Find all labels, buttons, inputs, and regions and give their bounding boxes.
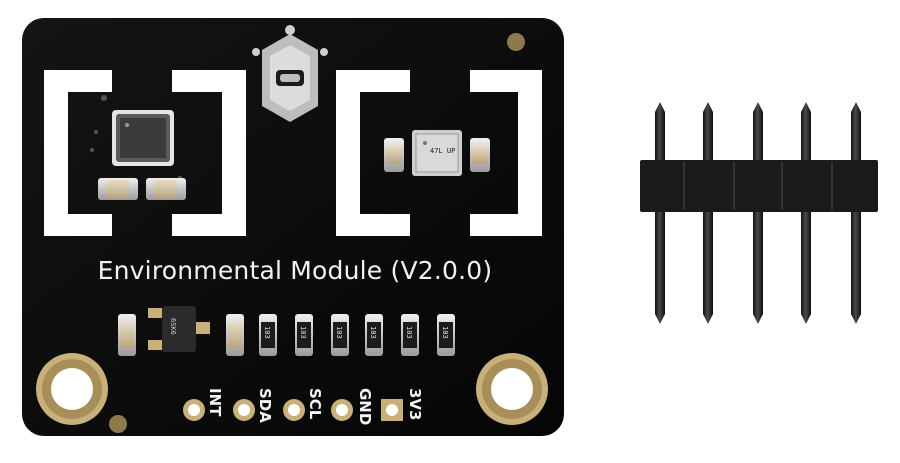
right-bracket-silkscreen (336, 70, 542, 236)
mounting-hole-right (476, 353, 548, 425)
capacitor-c1 (98, 178, 138, 200)
resistor-row: 103 103 103 103 103 103 (259, 314, 455, 356)
header-pin-1 (655, 102, 665, 324)
fiducial-top-right (507, 33, 525, 51)
capacitor-c4 (470, 138, 490, 172)
header-pin-5 (851, 102, 861, 324)
resistor-4: 103 (365, 314, 383, 356)
pin-label-int: INT (206, 388, 224, 417)
header-pin-2 (703, 102, 713, 324)
header-pin-3 (753, 102, 763, 324)
sensor-chip-left (112, 110, 174, 166)
pin-label-scl: SCL (306, 388, 324, 420)
resistor-2: 103 (295, 314, 313, 356)
pad-int (183, 399, 205, 421)
regulator-ic: 6SK6 (148, 306, 210, 352)
capacitor-c2 (146, 178, 186, 200)
pad-scl (283, 399, 305, 421)
left-bracket-silkscreen (44, 70, 246, 236)
fiducial-bottom-left (109, 415, 127, 433)
sensor-marking: 47L UP (430, 147, 455, 155)
capacitor-c5 (118, 314, 136, 356)
brand-logo (252, 25, 328, 122)
resistor-code: 103 (335, 326, 343, 339)
resistor-code: 103 (299, 326, 307, 339)
resistor-1: 103 (259, 314, 277, 356)
mounting-hole-left (36, 353, 108, 425)
pad-sda (233, 399, 255, 421)
pin-label-gnd: GND (356, 388, 374, 426)
capacitor-c3 (384, 138, 404, 172)
capacitor-c6 (226, 314, 244, 356)
resistor-code: 103 (441, 326, 449, 339)
resistor-3: 103 (331, 314, 349, 356)
pad-3v3 (381, 399, 403, 421)
pin-header (640, 102, 878, 324)
pcb-board: 47L UP 6SK6 (22, 18, 564, 436)
pin-label-3v3: 3V3 (406, 388, 424, 421)
header-plastic (640, 160, 878, 212)
sensor-chip-right: 47L UP (412, 130, 462, 176)
pad-gnd (331, 399, 353, 421)
board-title: Environmental Module (V2.0.0) (97, 256, 493, 285)
ic-marking: 6SK6 (169, 318, 177, 335)
resistor-5: 103 (401, 314, 419, 356)
resistor-code: 103 (263, 326, 271, 339)
resistor-6: 103 (437, 314, 455, 356)
header-pin-4 (801, 102, 811, 324)
resistor-code: 103 (405, 326, 413, 339)
pin-label-sda: SDA (256, 388, 274, 423)
resistor-code: 103 (369, 326, 377, 339)
pin-pads (183, 399, 403, 421)
